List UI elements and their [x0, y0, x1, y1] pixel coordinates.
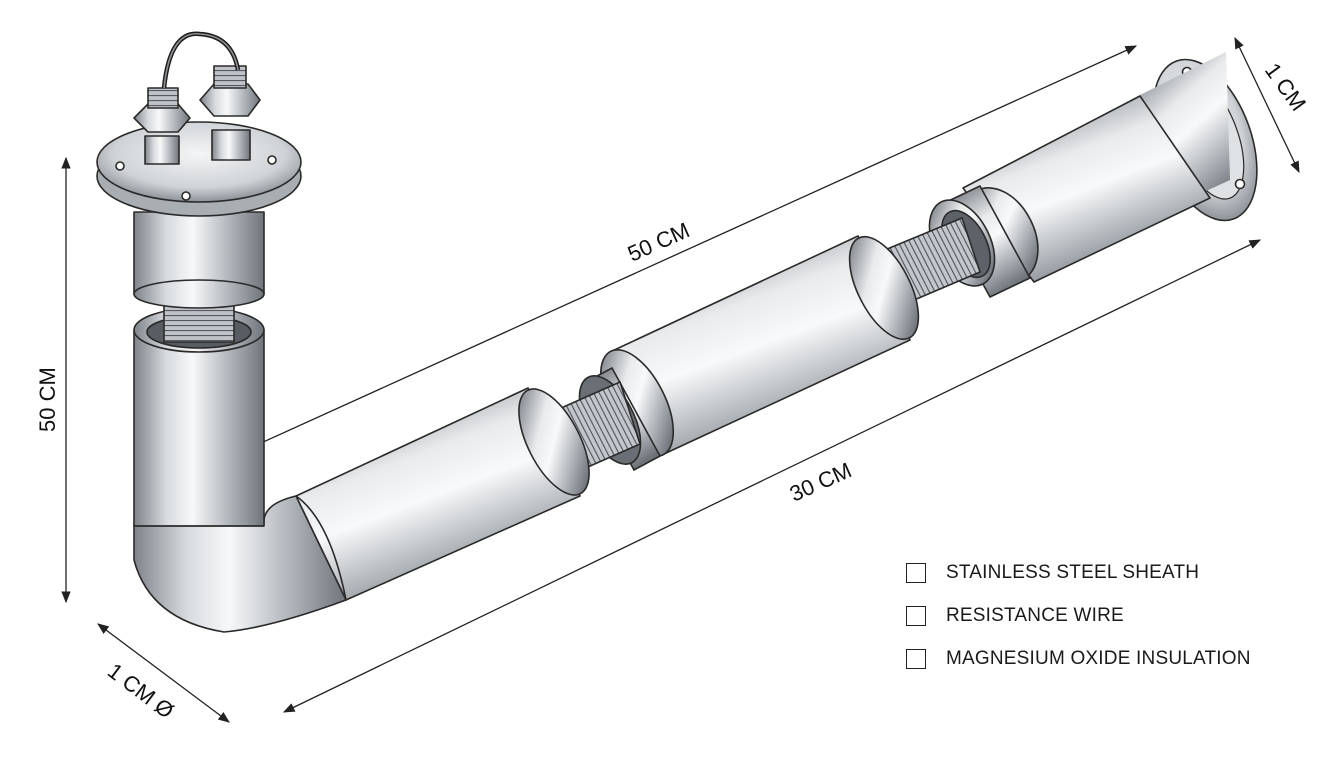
legend-item-resistance-wire[interactable]: RESISTANCE WIRE [906, 605, 1306, 627]
legend-item-sheath[interactable]: STAINLESS STEEL SHEATH [906, 562, 1306, 584]
lower-length-dimension-line [282, 239, 1262, 713]
diameter-label: 1 CM Ø [103, 658, 179, 724]
upper-length-label: 50 CM [624, 217, 693, 266]
legend: STAINLESS STEEL SHEATH RESISTANCE WIRE M… [906, 562, 1306, 691]
right-terminal [199, 65, 261, 161]
dimension-lines [61, 36, 1300, 723]
legend-checkbox[interactable] [906, 649, 926, 669]
legend-label: MAGNESIUM OXIDE INSULATION [946, 648, 1251, 669]
heater-assembly [96, 31, 1258, 633]
legend-checkbox[interactable] [906, 606, 926, 626]
legend-item-insulation[interactable]: MAGNESIUM OXIDE INSULATION [906, 648, 1306, 670]
legend-checkbox[interactable] [906, 563, 926, 583]
flange-thickness-dimension-line [1234, 36, 1300, 174]
lower-tube [295, 387, 590, 601]
legend-label: RESISTANCE WIRE [946, 605, 1124, 626]
vertical-height-label: 50 CM [35, 367, 60, 432]
head-cylinder [133, 211, 265, 309]
terminal-flange [96, 121, 302, 217]
terminal-wire [161, 31, 241, 89]
legend-label: STAINLESS STEEL SHEATH [946, 562, 1200, 583]
left-terminal [133, 87, 191, 165]
elbow-bend [133, 495, 347, 633]
diameter-dimension-line [97, 623, 230, 723]
